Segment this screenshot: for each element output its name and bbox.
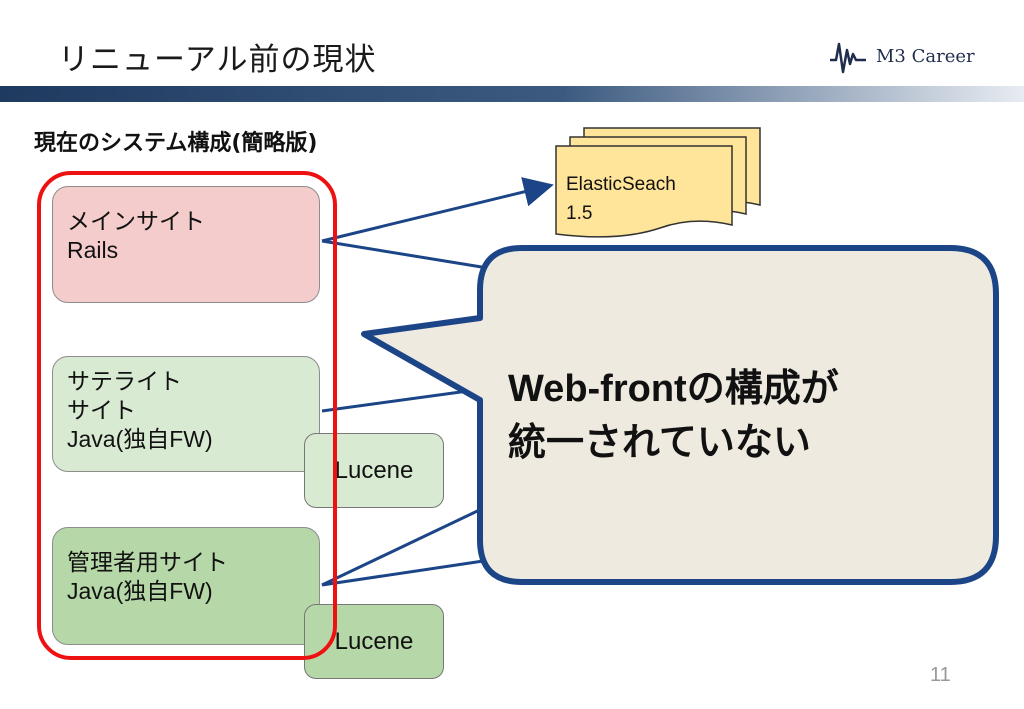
diagram-subtitle: 現在のシステム構成(簡略版) (34, 131, 318, 156)
elasticsearch-name: ElasticSeach (566, 174, 676, 195)
callout-message: Web-frontの構成が 統一されていない (508, 362, 839, 470)
elasticsearch-label: ElasticSeach 1.5 (566, 170, 676, 228)
satellite-site-framework: Java(独自FW) (67, 426, 213, 452)
main-site-name: メインサイト (67, 208, 205, 234)
slide-title: リニューアル前の現状 (58, 42, 377, 78)
satellite-site-name-1: サテライト (67, 368, 182, 394)
line-admin-to-callout-2 (321, 558, 491, 587)
satellite-site-name-2: サイト (67, 397, 136, 423)
admin-site-framework: Java(独自FW) (67, 578, 213, 604)
callout-line-2: 統一されていない (508, 422, 811, 464)
main-site-framework: Rails (67, 237, 119, 263)
callout-bubble (361, 245, 999, 585)
web-front-highlight-frame (37, 171, 337, 660)
main-site-box: メインサイト Rails (52, 186, 320, 303)
elasticsearch-doc-stack (555, 127, 761, 238)
lucene-box-admin: Lucene (304, 604, 444, 679)
elasticsearch-version: 1.5 (566, 203, 593, 224)
logo-text: M3 Career (876, 46, 975, 67)
line-main-to-callout (321, 239, 501, 272)
header-bar (0, 86, 1024, 102)
satellite-site-box: サテライト サイト Java(独自FW) (52, 356, 320, 472)
waveform-icon (830, 42, 866, 74)
line-admin-to-callout-1 (321, 503, 491, 587)
callout-line-1: Web-frontの構成が (508, 368, 839, 410)
arrow-main-to-elasticsearch (321, 177, 554, 243)
lucene-box-satellite: Lucene (304, 433, 444, 508)
admin-site-box: 管理者用サイト Java(独自FW) (52, 527, 320, 645)
page-number: 11 (930, 664, 951, 686)
admin-site-name: 管理者用サイト (67, 549, 228, 575)
m3-career-logo: M3 Career (826, 38, 976, 78)
